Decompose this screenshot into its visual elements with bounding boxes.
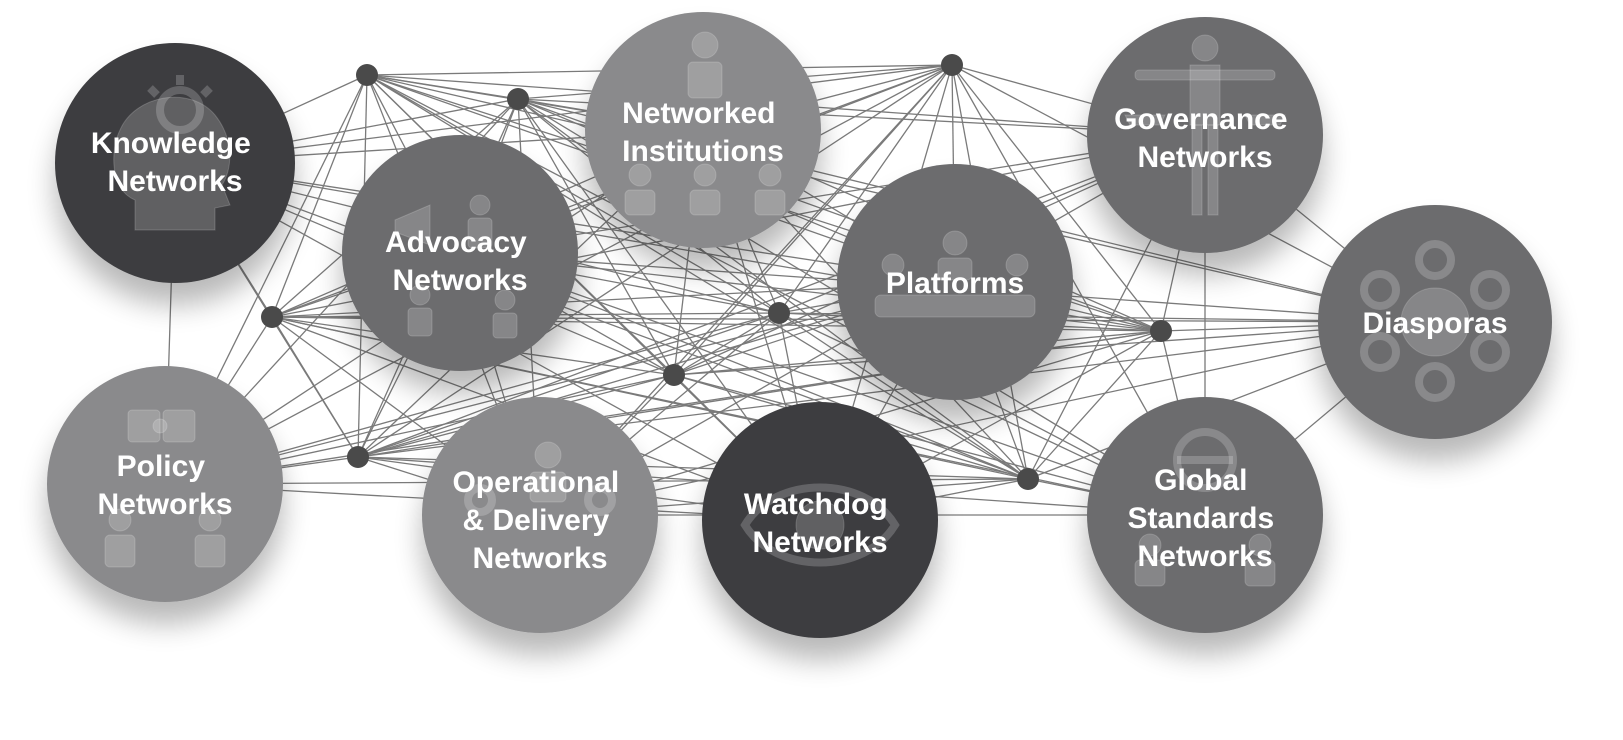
node-label-platforms: Platforms bbox=[886, 267, 1024, 300]
node-label-line: Policy bbox=[117, 450, 206, 483]
node-diasporas: Diasporas bbox=[1318, 205, 1552, 439]
node-label-line: Platforms bbox=[886, 267, 1024, 300]
connection-line bbox=[539, 321, 1436, 516]
connection-line bbox=[357, 312, 780, 458]
node-label-line: Networks bbox=[392, 264, 527, 297]
node-platforms: Platforms bbox=[837, 164, 1073, 400]
node-label-line: Standards bbox=[1127, 502, 1274, 535]
node-circle-governance bbox=[1087, 17, 1323, 253]
connection-line bbox=[778, 312, 1029, 480]
connection-line bbox=[459, 134, 1206, 254]
node-circle-operational bbox=[422, 397, 658, 633]
megaphone-crowd-icon bbox=[394, 194, 518, 339]
connector-dot bbox=[1150, 320, 1172, 342]
connection-line bbox=[459, 252, 1206, 516]
org-chart-icon bbox=[624, 31, 786, 216]
node-label-governance: Governance Networks bbox=[1114, 103, 1296, 174]
connector-dot bbox=[347, 446, 369, 468]
node-label-line: Global bbox=[1154, 464, 1247, 497]
connection-line bbox=[164, 281, 956, 485]
connection-line bbox=[951, 64, 1162, 332]
connection-line bbox=[366, 74, 780, 314]
gears-person-icon bbox=[464, 441, 616, 516]
connection-line bbox=[357, 64, 953, 458]
node-circle-networked-institutions bbox=[585, 12, 821, 248]
node-label-line: Advocacy bbox=[385, 226, 527, 259]
node-governance: Governance Networks bbox=[1087, 17, 1323, 253]
connection-line bbox=[271, 74, 368, 318]
eye-icon bbox=[740, 483, 900, 567]
node-label-line: Diasporas bbox=[1362, 307, 1507, 340]
node-circle-global-standards bbox=[1087, 397, 1323, 633]
puzzle-icon bbox=[104, 409, 226, 568]
node-label-line: Knowledge bbox=[91, 127, 251, 160]
globe-people-icon bbox=[1134, 428, 1276, 587]
justice-scales-icon bbox=[1124, 34, 1286, 216]
node-label-advocacy: Advocacy Networks bbox=[385, 226, 535, 297]
node-knowledge: Knowledge Networks bbox=[55, 43, 295, 283]
connector-dots bbox=[261, 54, 1172, 490]
idea-head-icon bbox=[113, 75, 231, 231]
connection-line bbox=[1027, 330, 1162, 480]
connector-dot bbox=[768, 302, 790, 324]
node-circle-platforms bbox=[837, 164, 1073, 400]
connection-line bbox=[271, 316, 359, 458]
connector-dot bbox=[1017, 468, 1039, 490]
node-circle-diasporas bbox=[1318, 205, 1552, 439]
node-circle-knowledge bbox=[55, 43, 295, 283]
node-policy: Policy Networks bbox=[47, 366, 283, 602]
node-label-diasporas: Diasporas bbox=[1362, 307, 1507, 340]
node-operational: Operational & Delivery Networks bbox=[422, 397, 658, 633]
node-circle-advocacy bbox=[342, 135, 578, 371]
node-label-line: Networks bbox=[107, 165, 242, 198]
node-label-line: Networked bbox=[622, 97, 775, 130]
node-label-policy: Policy Networks bbox=[97, 450, 232, 521]
node-label-operational: Operational & Delivery Networks bbox=[452, 466, 627, 575]
node-global-standards: Global Standards Networks bbox=[1087, 397, 1323, 633]
node-label-line: & Delivery bbox=[462, 504, 609, 537]
connection-line bbox=[174, 64, 953, 164]
node-label-line: Networks bbox=[1137, 540, 1272, 573]
node-label-line: Operational bbox=[452, 466, 619, 499]
node-label-global-standards: Global Standards Networks bbox=[1127, 464, 1282, 573]
node-circle-policy bbox=[47, 366, 283, 602]
node-label-knowledge: Knowledge Networks bbox=[91, 127, 259, 198]
connector-dot bbox=[663, 364, 685, 386]
connection-line bbox=[673, 64, 953, 376]
node-label-networked-institutions: Networked Institutions bbox=[622, 97, 784, 168]
node-advocacy: Advocacy Networks bbox=[342, 135, 578, 371]
node-label-watchdog: Watchdog Networks bbox=[744, 488, 896, 559]
node-label-line: Networks bbox=[472, 542, 607, 575]
node-label-line: Watchdog bbox=[744, 488, 888, 521]
connector-dot bbox=[356, 64, 378, 86]
connection-line bbox=[517, 98, 675, 376]
node-circle-watchdog bbox=[702, 402, 938, 638]
connector-dot bbox=[261, 306, 283, 328]
node-label-line: Networks bbox=[97, 488, 232, 521]
hub-spoke-icon bbox=[1360, 240, 1510, 402]
meeting-table-icon bbox=[874, 230, 1036, 318]
node-label-line: Governance bbox=[1114, 103, 1287, 136]
node-label-line: Networks bbox=[752, 526, 887, 559]
node-label-line: Networks bbox=[1137, 141, 1272, 174]
connector-dot bbox=[941, 54, 963, 76]
node-watchdog: Watchdog Networks bbox=[702, 402, 938, 638]
node-networked-institutions: Networked Institutions bbox=[585, 12, 821, 248]
connector-dot bbox=[507, 88, 529, 110]
connection-line bbox=[366, 74, 519, 100]
node-label-line: Institutions bbox=[622, 135, 784, 168]
